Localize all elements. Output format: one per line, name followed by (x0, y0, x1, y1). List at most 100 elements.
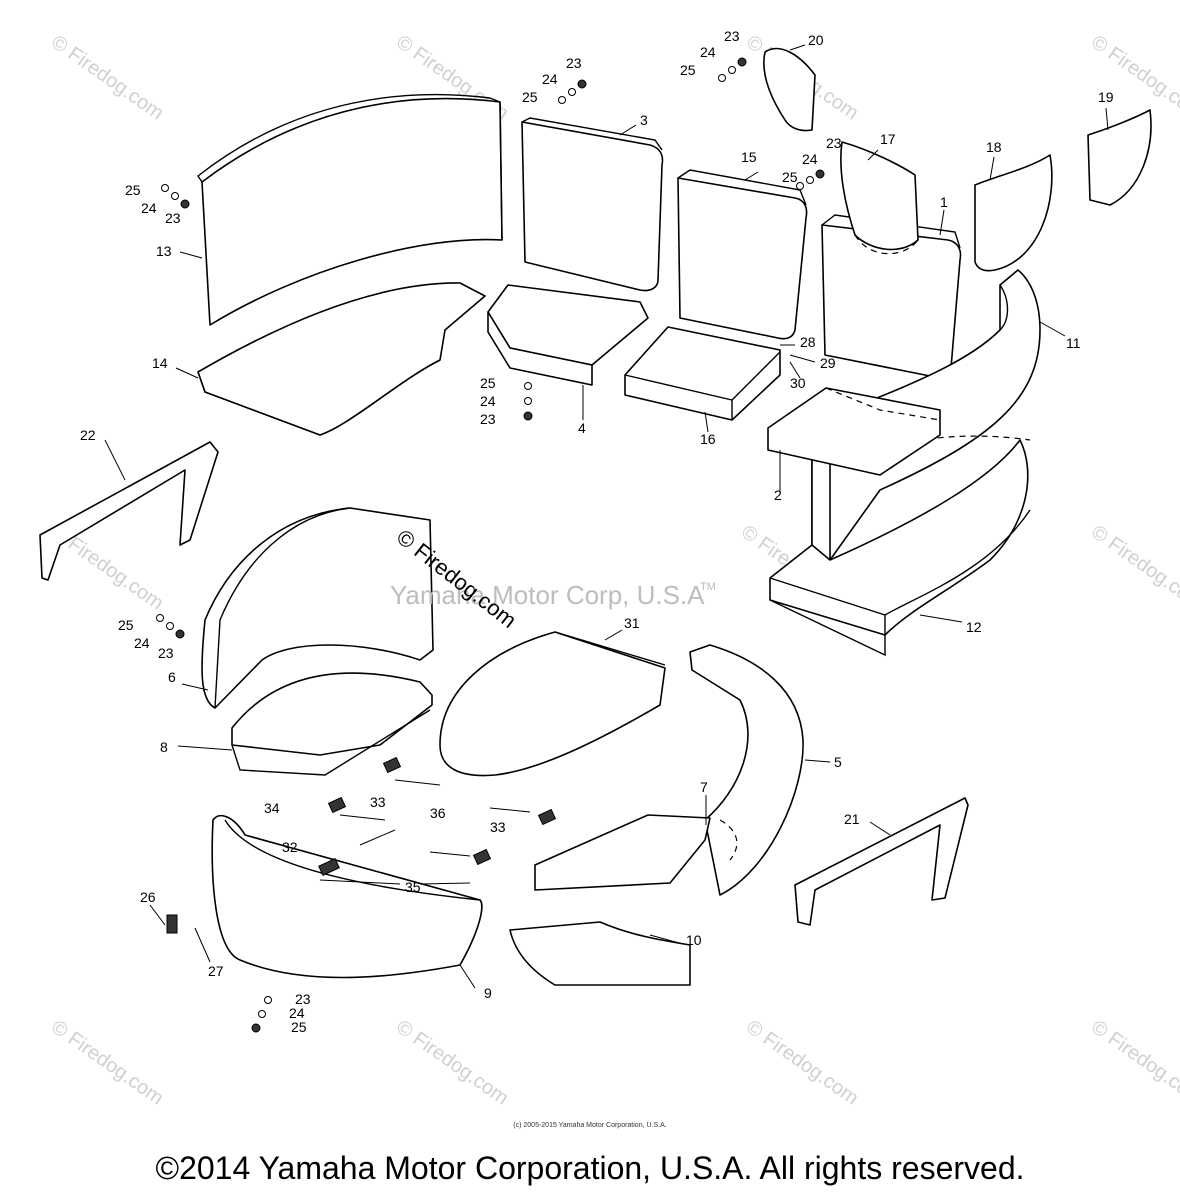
callout-26: 26 (140, 889, 156, 905)
part-31-oval-cushion[interactable] (439, 631, 666, 777)
callout-21: 21 (844, 811, 860, 827)
callout-31: 31 (624, 615, 640, 631)
bracket-33 (327, 796, 347, 814)
callout-7: 7 (700, 779, 708, 795)
callout-24: 24 (289, 1005, 305, 1021)
callout-12: 12 (966, 619, 982, 635)
callout-24: 24 (700, 44, 716, 60)
part-9-front-panel[interactable] (211, 814, 483, 979)
nut-25 (175, 629, 185, 639)
washer-23 (156, 614, 164, 622)
callout-3: 3 (640, 112, 648, 128)
lock-washer-24 (258, 1010, 266, 1018)
washer-23 (558, 96, 566, 104)
callout-14: 14 (152, 355, 168, 371)
watermark-tile: © Firedog.com (47, 31, 167, 124)
callout-11: 11 (1066, 335, 1081, 351)
part-10-curved-panel[interactable] (509, 921, 691, 986)
bracket-33 (382, 756, 402, 774)
copyright-footer: ©2014 Yamaha Motor Corporation, U.S.A. A… (155, 1150, 1025, 1186)
callout-9: 9 (484, 985, 492, 1001)
part-3-back-cushion[interactable] (521, 117, 664, 292)
callout-33b: 33 (490, 819, 506, 835)
nut-25 (251, 1023, 261, 1033)
callout-24: 24 (480, 393, 496, 409)
part-6-curved-backrest[interactable] (201, 507, 434, 709)
callout-15: 15 (741, 149, 757, 165)
bracket-33 (472, 848, 492, 866)
callout-22: 22 (80, 427, 96, 443)
callout-23: 23 (165, 210, 181, 226)
washer-23 (524, 382, 532, 390)
small-copyright-line: (c) 2005-2015 Yamaha Motor Corporation, … (513, 1122, 667, 1129)
hardware-group (166, 756, 557, 934)
callout-23: 23 (480, 411, 496, 427)
nut-25 (577, 79, 587, 89)
callout-25: 25 (480, 375, 496, 391)
callout-23: 23 (566, 55, 582, 71)
washer-23 (161, 184, 169, 192)
callout-25: 25 (125, 182, 141, 198)
part-13-curved-backrest[interactable] (197, 93, 503, 326)
part-2-seat-cushion[interactable] (767, 387, 941, 476)
part-18-side-panel[interactable] (974, 154, 1053, 272)
callout-32: 32 (282, 839, 298, 855)
callout-33a: 33 (370, 794, 386, 810)
part-15-back-cushion[interactable] (677, 169, 808, 340)
nut-25 (815, 169, 825, 179)
callout-5: 5 (834, 754, 842, 770)
watermark-tile: © Firedog.com (742, 1016, 862, 1109)
callout-25: 25 (522, 89, 538, 105)
nut-25 (737, 57, 747, 67)
lock-washer-24 (166, 622, 174, 630)
bracket-26 (166, 914, 178, 934)
callout-20: 20 (808, 32, 824, 48)
lock-washer-24 (171, 192, 179, 200)
callout-36: 36 (430, 805, 446, 821)
callout-24: 24 (141, 200, 157, 216)
part-8-seat-cushion[interactable] (231, 672, 433, 776)
part-17-side-panel[interactable] (840, 141, 919, 255)
part-21-side-trim[interactable] (794, 797, 969, 926)
callout-34: 34 (264, 800, 280, 816)
callout-23: 23 (826, 135, 842, 151)
part-19-trim-panel[interactable] (1087, 109, 1152, 206)
part-16-seat-cushion[interactable] (624, 326, 781, 421)
part-4-seat-cushion[interactable] (487, 284, 649, 386)
callout-23: 23 (295, 991, 311, 1007)
watermark-tile: © Firedog.com (1087, 521, 1180, 614)
leader-lines (104, 44, 1109, 989)
callout-2: 2 (774, 487, 782, 503)
lock-washer-24 (524, 397, 532, 405)
diagram-canvas: © Firedog.com © Firedog.com © Firedog.co… (39, 28, 1180, 1109)
part-12-corner-seat[interactable] (769, 439, 1031, 657)
part-5-curved-backrest[interactable] (689, 644, 804, 896)
callout-6: 6 (168, 669, 176, 685)
bracket-33 (537, 808, 557, 826)
callout-30: 30 (790, 375, 806, 391)
part-7-seat-cushion[interactable] (534, 814, 711, 891)
callout-17: 17 (880, 131, 896, 147)
callout-13: 13 (156, 243, 172, 259)
callout-24: 24 (802, 151, 818, 167)
callout-8: 8 (160, 739, 168, 755)
lock-washer-24 (568, 88, 576, 96)
callout-23: 23 (158, 645, 174, 661)
callout-25: 25 (680, 62, 696, 78)
callout-19: 19 (1098, 89, 1114, 105)
watermark-tile: © Firedog.com (47, 1016, 167, 1109)
callout-10: 10 (686, 932, 702, 948)
part-20-trim-panel[interactable] (763, 47, 816, 132)
watermark-tile: © Firedog.com (1087, 1016, 1180, 1109)
part-22-side-trim[interactable] (39, 441, 219, 581)
part-14-curved-seat[interactable] (197, 282, 486, 436)
washer-23 (718, 74, 726, 82)
callout-18: 18 (986, 139, 1002, 155)
watermark-tile: © Firedog.com (392, 1016, 512, 1109)
washer-23 (796, 182, 804, 190)
callout-4: 4 (578, 420, 586, 436)
watermark-tile: © Firedog.com (1087, 31, 1180, 124)
callout-23: 23 (724, 28, 740, 44)
